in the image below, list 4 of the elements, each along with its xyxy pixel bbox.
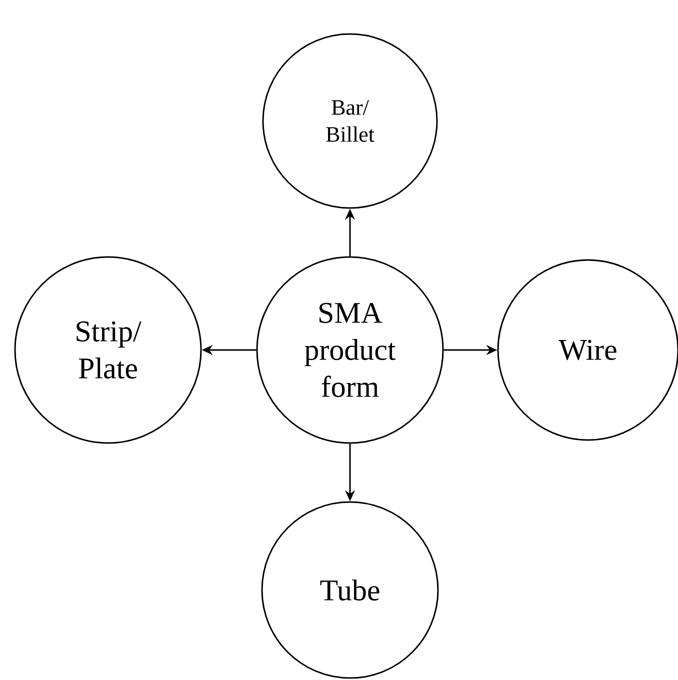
circle-node: Tube <box>261 501 439 679</box>
circle-node: Bar/ Billet <box>262 33 438 209</box>
circle-node: SMA product form <box>256 256 444 444</box>
circle-node: Strip/ Plate <box>14 256 202 444</box>
